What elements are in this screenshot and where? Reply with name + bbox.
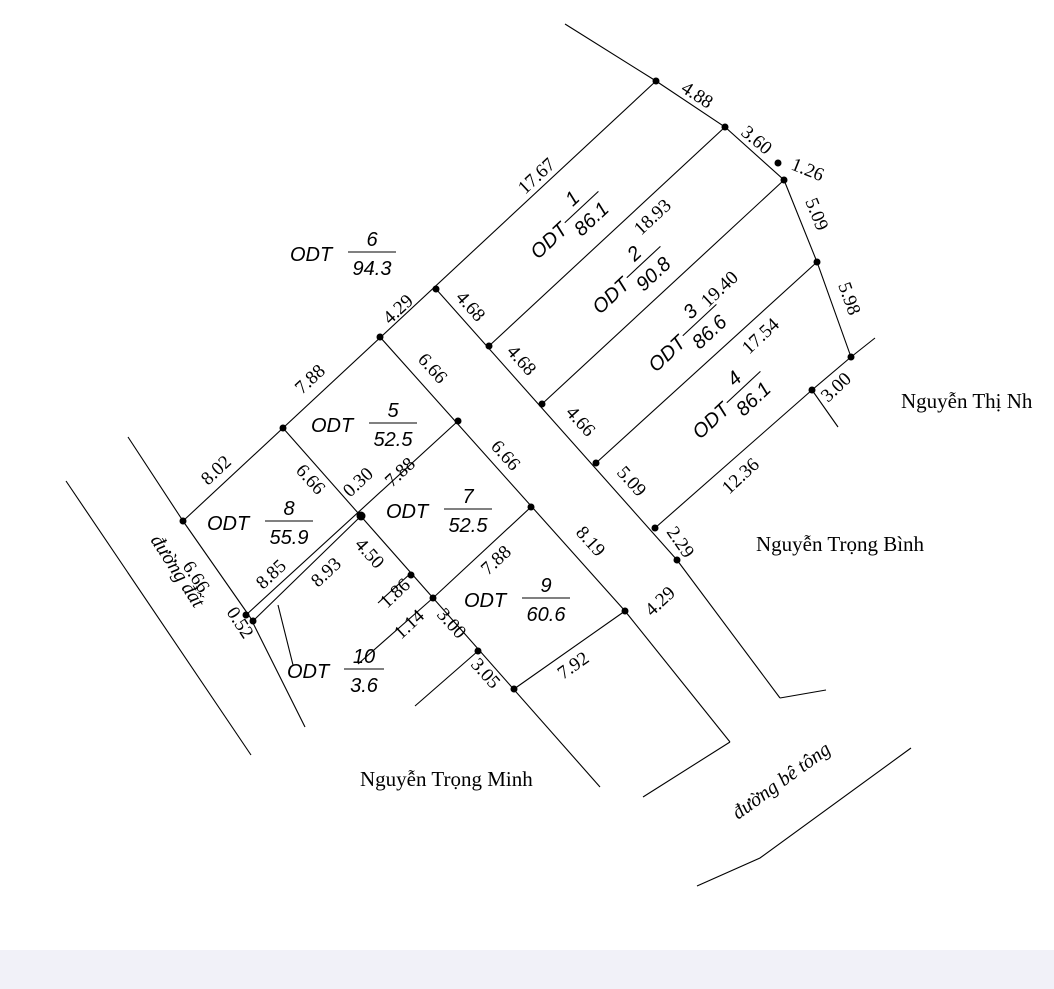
dimension-label: 8.93 xyxy=(307,554,346,592)
dimension-label: 4.29 xyxy=(379,291,418,329)
dimension-label: 8.19 xyxy=(571,522,609,561)
dimension-label: 7.88 xyxy=(477,542,516,580)
svg-text:52.5: 52.5 xyxy=(449,515,489,537)
cadastral-plan: Nguyễn Thị Nh Nguyễn Trọng Bình Nguyễn T… xyxy=(65,23,1033,887)
lot-label-6: ODT 6 94.3 xyxy=(290,229,396,280)
dimension-label: 3.60 xyxy=(737,122,776,159)
lot-label-8: ODT 8 55.9 xyxy=(207,498,313,549)
svg-text:8: 8 xyxy=(283,498,294,520)
dimension-label: 8.02 xyxy=(197,452,236,490)
dimension-label: 5.98 xyxy=(833,280,864,318)
dimension-label: 4.66 xyxy=(561,402,599,441)
dimension-label: 1.86 xyxy=(376,575,415,613)
svg-text:5: 5 xyxy=(387,400,399,422)
lot-label-9: ODT 9 60.6 xyxy=(464,575,570,626)
dimension-label: 8.85 xyxy=(252,556,291,594)
road-label-nguyen-trong-minh: Nguyễn Trọng Minh xyxy=(360,767,533,791)
dimension-label: 4.29 xyxy=(641,583,680,621)
road-label-nguyen-thi-nh: Nguyễn Thị Nh xyxy=(901,389,1033,413)
dimension-label: 1.26 xyxy=(788,154,827,186)
dimension-label: 5.09 xyxy=(800,195,832,234)
svg-text:ODT: ODT xyxy=(588,273,635,319)
svg-text:ODT: ODT xyxy=(526,218,573,264)
dimension-label: 6.66 xyxy=(291,460,329,499)
footer-bar xyxy=(0,950,1054,989)
dimension-label: 4.68 xyxy=(451,287,489,326)
dimension-label: 18.93 xyxy=(630,195,676,240)
dimension-label: 2.29 xyxy=(662,523,698,562)
dimension-label: 7.92 xyxy=(554,648,593,684)
svg-text:9: 9 xyxy=(540,575,551,597)
svg-text:60.6: 60.6 xyxy=(527,604,567,626)
svg-text:7: 7 xyxy=(462,486,474,508)
dimension-label: 0.30 xyxy=(339,464,378,502)
dimension-label: 17.54 xyxy=(738,314,784,359)
svg-text:ODT: ODT xyxy=(688,398,735,444)
dimension-label: 6.66 xyxy=(413,349,451,388)
dimension-label: 19.40 xyxy=(697,267,743,312)
road-label-nguyen-trong-binh: Nguyễn Trọng Bình xyxy=(756,532,925,556)
svg-text:6: 6 xyxy=(366,229,378,251)
svg-text:10: 10 xyxy=(353,646,375,668)
svg-text:52.5: 52.5 xyxy=(374,429,414,451)
dimension-label: 1.14 xyxy=(390,605,429,643)
lot-label-7: ODT 7 52.5 xyxy=(386,486,492,537)
lot-label-4: ODT 4 86.1 xyxy=(688,367,775,444)
road-label-duong-be-tong: đường bê tông xyxy=(728,738,835,824)
dimension-label: 3.00 xyxy=(817,369,856,407)
svg-text:ODT: ODT xyxy=(644,331,691,377)
lot-label-5: ODT 5 52.5 xyxy=(311,400,417,451)
lot-label-10: ODT 10 3.6 xyxy=(287,646,384,697)
svg-text:3.6: 3.6 xyxy=(350,675,379,697)
svg-text:ODT: ODT xyxy=(311,415,355,437)
svg-text:ODT: ODT xyxy=(386,501,430,523)
dimension-label: 5.09 xyxy=(612,462,650,501)
dimension-label: 4.68 xyxy=(502,341,540,380)
dimension-label: 7.88 xyxy=(291,361,330,399)
svg-text:94.3: 94.3 xyxy=(353,258,392,280)
survey-points xyxy=(179,77,855,693)
dimension-label: 12.36 xyxy=(718,454,764,499)
svg-text:ODT: ODT xyxy=(464,590,508,612)
dimension-label: 3.05 xyxy=(466,654,504,693)
lot-label-2: ODT 2 90.8 xyxy=(588,242,675,319)
dimension-label: 6.66 xyxy=(486,436,524,475)
dimension-label: 4.88 xyxy=(677,78,716,114)
svg-text:ODT: ODT xyxy=(287,661,331,683)
svg-text:ODT: ODT xyxy=(290,244,334,266)
svg-text:ODT: ODT xyxy=(207,513,251,535)
lot-labels: ODT 6 94.3 ODT 5 52.5 ODT 8 55.9 ODT 7 5… xyxy=(207,187,776,697)
svg-text:55.9: 55.9 xyxy=(270,527,309,549)
parcel-lines xyxy=(65,23,912,887)
